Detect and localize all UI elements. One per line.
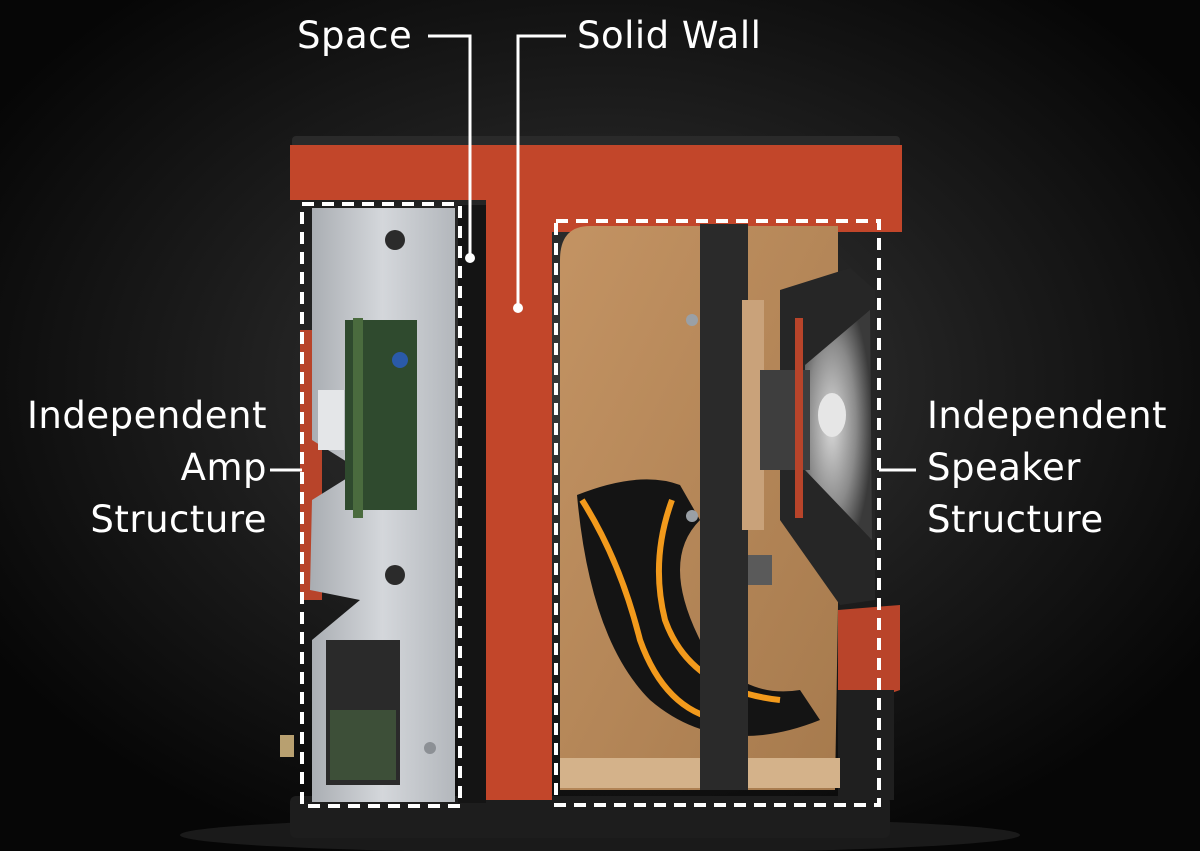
amp-rear-connector [280, 735, 294, 757]
cabinet-right-lower-panel [838, 690, 894, 800]
amp-label-line-3: Structure [27, 494, 267, 546]
amp-heatsink [318, 390, 344, 450]
driver-surround [795, 318, 803, 518]
space-label: Space [297, 10, 412, 62]
amp-capacitor [392, 352, 408, 368]
solid-wall-leader-dot [513, 303, 523, 313]
amp-mounting-hole-mid [385, 565, 405, 585]
baffle-block [748, 555, 772, 585]
speaker-label-line-2: Speaker [927, 442, 1167, 494]
amp-screw [424, 742, 436, 754]
driver-dust-cap [818, 393, 846, 437]
cabinet-base [290, 796, 890, 838]
amp-structure-label: Independent Amp Structure [27, 390, 267, 546]
solid-wall-label: Solid Wall [577, 10, 761, 62]
amp-circuit-board-edge [353, 318, 363, 518]
baffle-bolt-top [686, 314, 698, 326]
space-leader-dot [465, 253, 475, 263]
amp-label-line-1: Independent [27, 390, 267, 442]
speaker-structure-label: Independent Speaker Structure [927, 390, 1167, 546]
amp-lower-board [330, 710, 396, 780]
amp-gap-strip [458, 205, 486, 803]
amp-mounting-hole-top [385, 230, 405, 250]
speaker-label-line-1: Independent [927, 390, 1167, 442]
amp-label-line-2: Amp [27, 442, 267, 494]
speaker-baffle [700, 224, 748, 790]
space-label-text: Space [297, 10, 412, 62]
solid-wall-label-text: Solid Wall [577, 10, 761, 62]
baffle-bolt-bottom [686, 510, 698, 522]
speaker-label-line-3: Structure [927, 494, 1167, 546]
